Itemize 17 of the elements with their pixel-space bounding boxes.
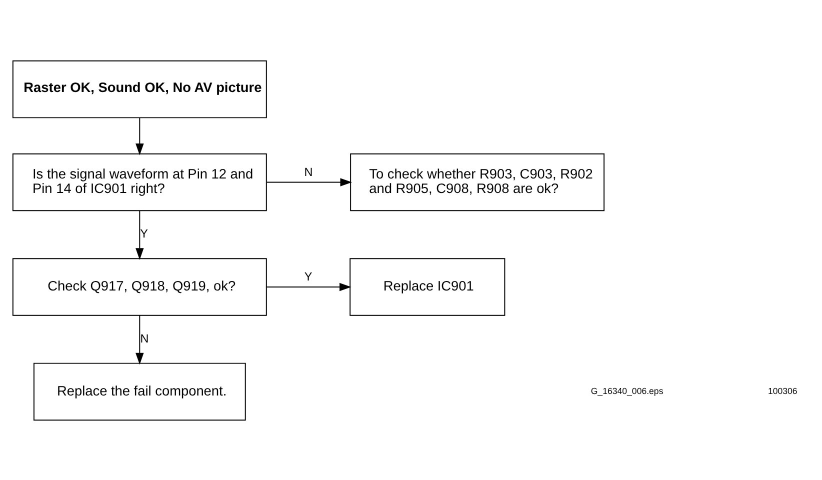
node-box: Raster OK, Sound OK, No AV picture [12,60,267,118]
node-box: Check Q917, Q918, Q919, ok? [12,258,267,316]
edge-label: N [140,332,149,345]
label: G_16340_006.eps [590,385,664,396]
edge-label: N [304,166,313,179]
label: 100306 [768,385,798,396]
edge-label: Y [304,270,312,284]
arrow [266,282,352,291]
arrow [136,210,144,260]
node-box: Is the signal waveform at Pin 12 and Pin 14 of IC901 right? [12,152,267,211]
node-box: To check whether R903, C903, R902 and R905, C908, R908 are ok? [350,152,605,211]
arrow [136,314,144,364]
edge-label: Y [140,227,148,240]
arrow [136,116,144,155]
node-box: Replace the fail component. [33,362,246,420]
arrow [266,178,352,186]
node-box: Replace IC901 [350,258,506,316]
